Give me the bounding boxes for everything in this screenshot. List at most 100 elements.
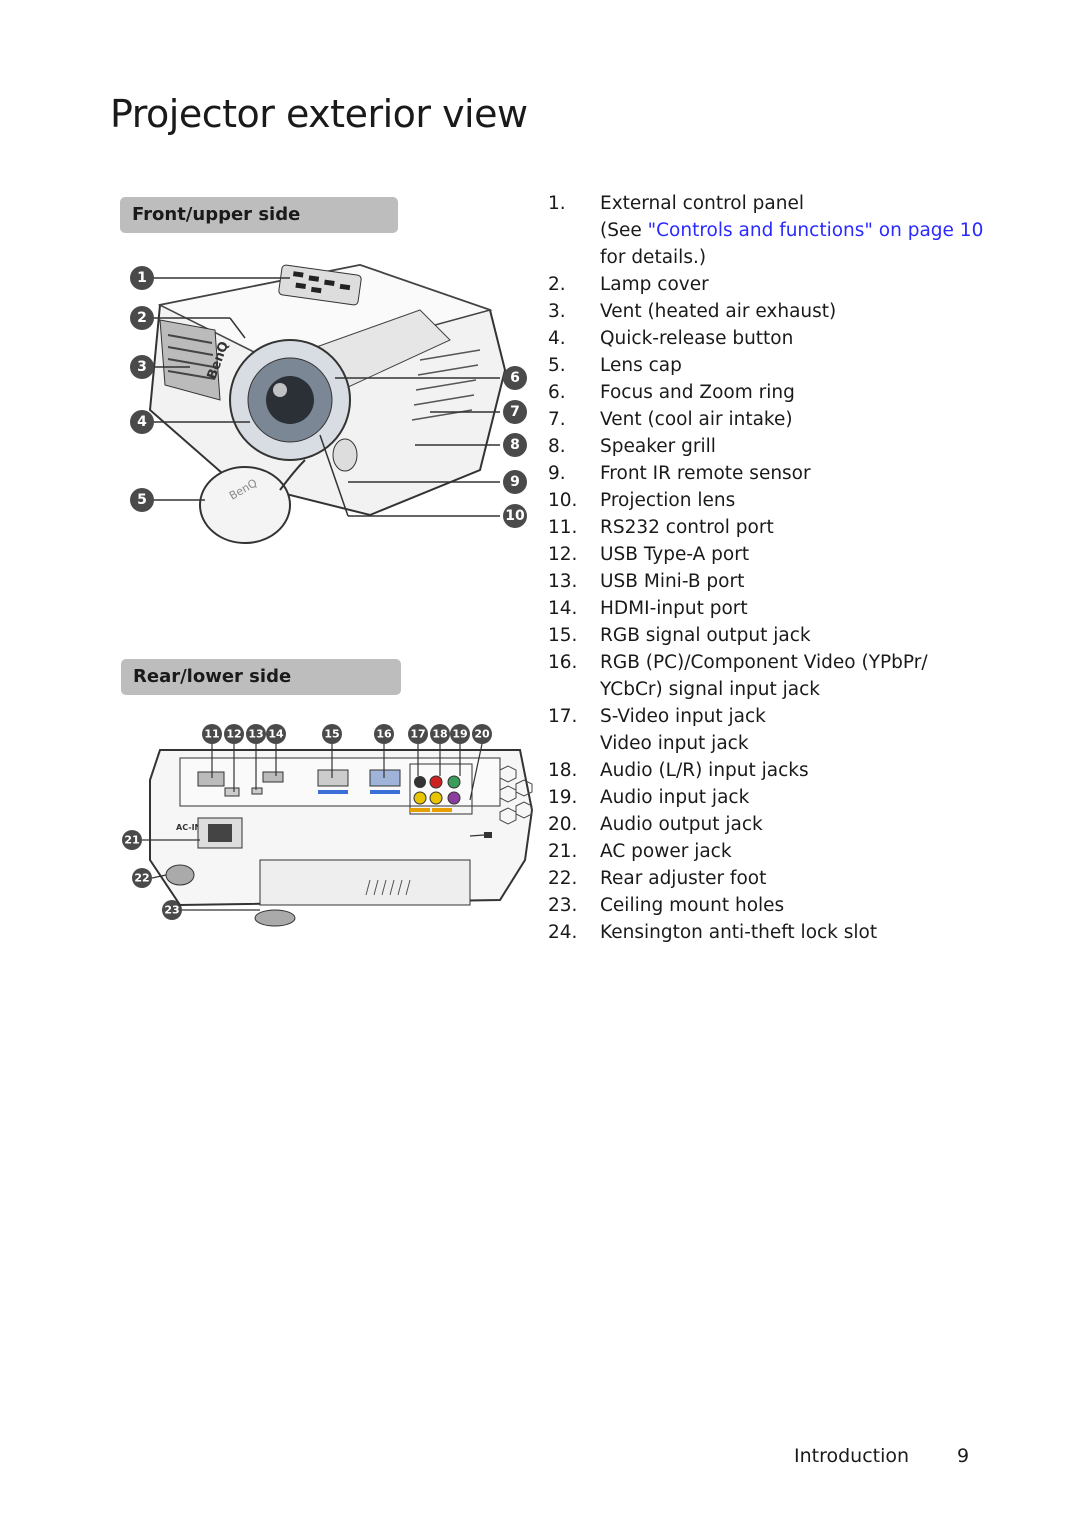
- legend-item-3: 3.Vent (heated air exhaust): [548, 301, 837, 322]
- component-legend: 1. External control panel (See "Controls…: [548, 190, 1068, 946]
- legend-item-11: 11.RS232 control port: [548, 517, 774, 538]
- callout-7: [503, 400, 527, 424]
- audio-l-jack: [429, 775, 443, 789]
- svg-text:14: 14: [268, 728, 284, 741]
- svg-text:13: 13: [248, 728, 263, 741]
- rear-adjuster-foot: [165, 864, 195, 886]
- legend-item-5: 5.Lens cap: [548, 355, 682, 376]
- legend-item-23: 23.Ceiling mount holes: [548, 895, 785, 916]
- svg-text:20: 20: [474, 728, 490, 741]
- hdmi-port: [262, 771, 284, 783]
- svg-text:18: 18: [432, 728, 447, 741]
- callout-9: [503, 470, 527, 494]
- legend-item-13: 13.USB Mini-B port: [548, 571, 745, 592]
- svg-text:6: 6: [510, 370, 520, 386]
- svg-text:12: 12: [226, 728, 241, 741]
- audio-out-jack: [447, 791, 461, 805]
- svg-text:10: 10: [505, 508, 525, 524]
- svg-text:17: 17: [410, 728, 425, 741]
- svg-text:19: 19: [452, 728, 467, 741]
- legend-item-12: 12.USB Type-A port: [548, 544, 750, 565]
- legend-item-8: 8.Speaker grill: [548, 436, 716, 457]
- ceiling-mount-area: [259, 859, 471, 906]
- svg-text:8: 8: [510, 437, 520, 453]
- svg-text:1: 1: [137, 270, 147, 286]
- svg-text:5: 5: [137, 492, 147, 508]
- callout-3: [130, 355, 154, 379]
- callout-11: [202, 724, 222, 744]
- page-number: 9: [957, 1445, 970, 1467]
- legend-item-24: 24.Kensington anti-theft lock slot: [548, 922, 878, 943]
- legend-item-9: 9.Front IR remote sensor: [548, 463, 811, 484]
- legend-item-4: 4.Quick-release button: [548, 328, 794, 349]
- usb-a-port: [224, 787, 240, 797]
- audio-in-jack: [447, 775, 461, 789]
- svg-text:21: 21: [124, 834, 139, 847]
- ir-sensor: [332, 438, 358, 472]
- side-vent: [159, 319, 221, 401]
- svideo-jack: [414, 776, 426, 788]
- ac-in-label: AC-IN: [176, 823, 201, 832]
- audio-r-jack: [429, 791, 443, 805]
- rgb-output-port: [317, 769, 349, 787]
- section-header-rear: Rear/lower side: [121, 659, 401, 695]
- callout-12: [224, 724, 244, 744]
- svg-text:11: 11: [204, 728, 219, 741]
- callout-19: [450, 724, 470, 744]
- svg-text:23: 23: [164, 904, 179, 917]
- svg-text:2: 2: [137, 310, 147, 326]
- callout-17: [408, 724, 428, 744]
- front-projector-illustration: BenQ BenQ: [148, 263, 507, 544]
- callout-4: [130, 410, 154, 434]
- svg-text:16: 16: [376, 728, 392, 741]
- rs232-port: [197, 771, 225, 787]
- legend-item-6: 6.Focus and Zoom ring: [548, 382, 795, 403]
- callout-23: [162, 900, 182, 920]
- legend-item-7: 7.Vent (cool air intake): [548, 409, 793, 430]
- legend-item-20: 20.Audio output jack: [548, 814, 763, 835]
- svg-text:7: 7: [510, 404, 520, 420]
- legend-item-17: 17.S-Video input jack: [548, 706, 766, 727]
- callout-16: [374, 724, 394, 744]
- legend-item-22: 22.Rear adjuster foot: [548, 868, 767, 889]
- legend-item-10: 10.Projection lens: [548, 490, 736, 511]
- callout-20: [472, 724, 492, 744]
- callout-1: [130, 266, 154, 290]
- callout-13: [246, 724, 266, 744]
- legend-item-15: 15.RGB signal output jack: [548, 625, 811, 646]
- callout-14: [266, 724, 286, 744]
- section-header-front: Front/upper side: [120, 197, 398, 233]
- kensington-slot: [484, 832, 492, 838]
- callout-8: [503, 433, 527, 457]
- legend-item-2: 2.Lamp cover: [548, 274, 709, 295]
- legend-item-1-note-end: for details.): [600, 247, 707, 268]
- legend-item-19: 19.Audio input jack: [548, 787, 750, 808]
- controls-and-functions-link[interactable]: "Controls and functions" on page 10: [647, 220, 984, 241]
- svg-text:4: 4: [137, 414, 147, 430]
- front-callouts: 1 2 3 4 5 6 7 8 9 10: [130, 266, 527, 528]
- callout-18: [430, 724, 450, 744]
- rear-projector-illustration: 11 12 13 14 15 16 17 18 19 20 21 22 23 2…: [122, 724, 534, 927]
- callout-22: [132, 868, 152, 888]
- legend-item-1: 1. External control panel: [548, 193, 804, 214]
- legend-item-17-cont: Video input jack: [600, 733, 749, 754]
- callout-5: [130, 488, 154, 512]
- svg-text:3: 3: [137, 359, 147, 375]
- footer-section-label: Introduction: [794, 1445, 910, 1467]
- legend-item-21: 21.AC power jack: [548, 841, 732, 862]
- callout-10: [503, 504, 527, 528]
- legend-item-16-cont: YCbCr) signal input jack: [600, 679, 821, 700]
- svg-text:15: 15: [324, 728, 339, 741]
- svg-text:9: 9: [510, 474, 520, 490]
- legend-item-1-note: (See "Controls and functions" on page 10: [600, 220, 984, 241]
- callout-21: [122, 830, 142, 850]
- callout-15: [322, 724, 342, 744]
- callout-2: [130, 306, 154, 330]
- legend-item-14: 14.HDMI-input port: [548, 598, 748, 619]
- rgb-input-port: [369, 769, 401, 787]
- legend-item-16: 16.RGB (PC)/Component Video (YPbPr/: [548, 652, 928, 673]
- svg-text:22: 22: [134, 872, 149, 885]
- lens-cap: [199, 466, 291, 544]
- usb-mini-b-port: [251, 787, 263, 795]
- legend-item-18: 18.Audio (L/R) input jacks: [548, 760, 809, 781]
